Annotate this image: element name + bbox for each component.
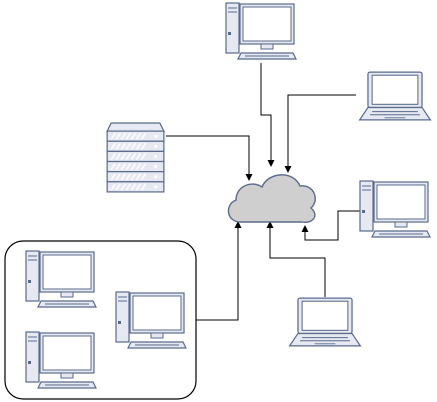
connector-laptop-bottom — [266, 221, 326, 297]
desktop-computer-icon — [359, 180, 431, 238]
server-rack-icon — [106, 122, 165, 193]
connectors — [166, 63, 360, 321]
connector-desktop-right — [301, 210, 360, 241]
laptop-icon — [358, 71, 432, 121]
connector-server — [166, 135, 253, 181]
connector-lan-group — [196, 221, 242, 321]
lan-group — [4, 240, 197, 400]
lan-group-boundary — [4, 240, 197, 400]
cloud-icon — [227, 174, 316, 223]
desktop-computer-icon — [25, 250, 97, 308]
connector-desktop-top — [260, 63, 275, 167]
desktop-computer-icon — [25, 331, 97, 389]
connector-laptop-top-right — [284, 94, 356, 173]
desktop-computer-icon — [225, 2, 297, 60]
desktop-computer-icon — [115, 291, 187, 349]
laptop-icon — [288, 297, 362, 347]
